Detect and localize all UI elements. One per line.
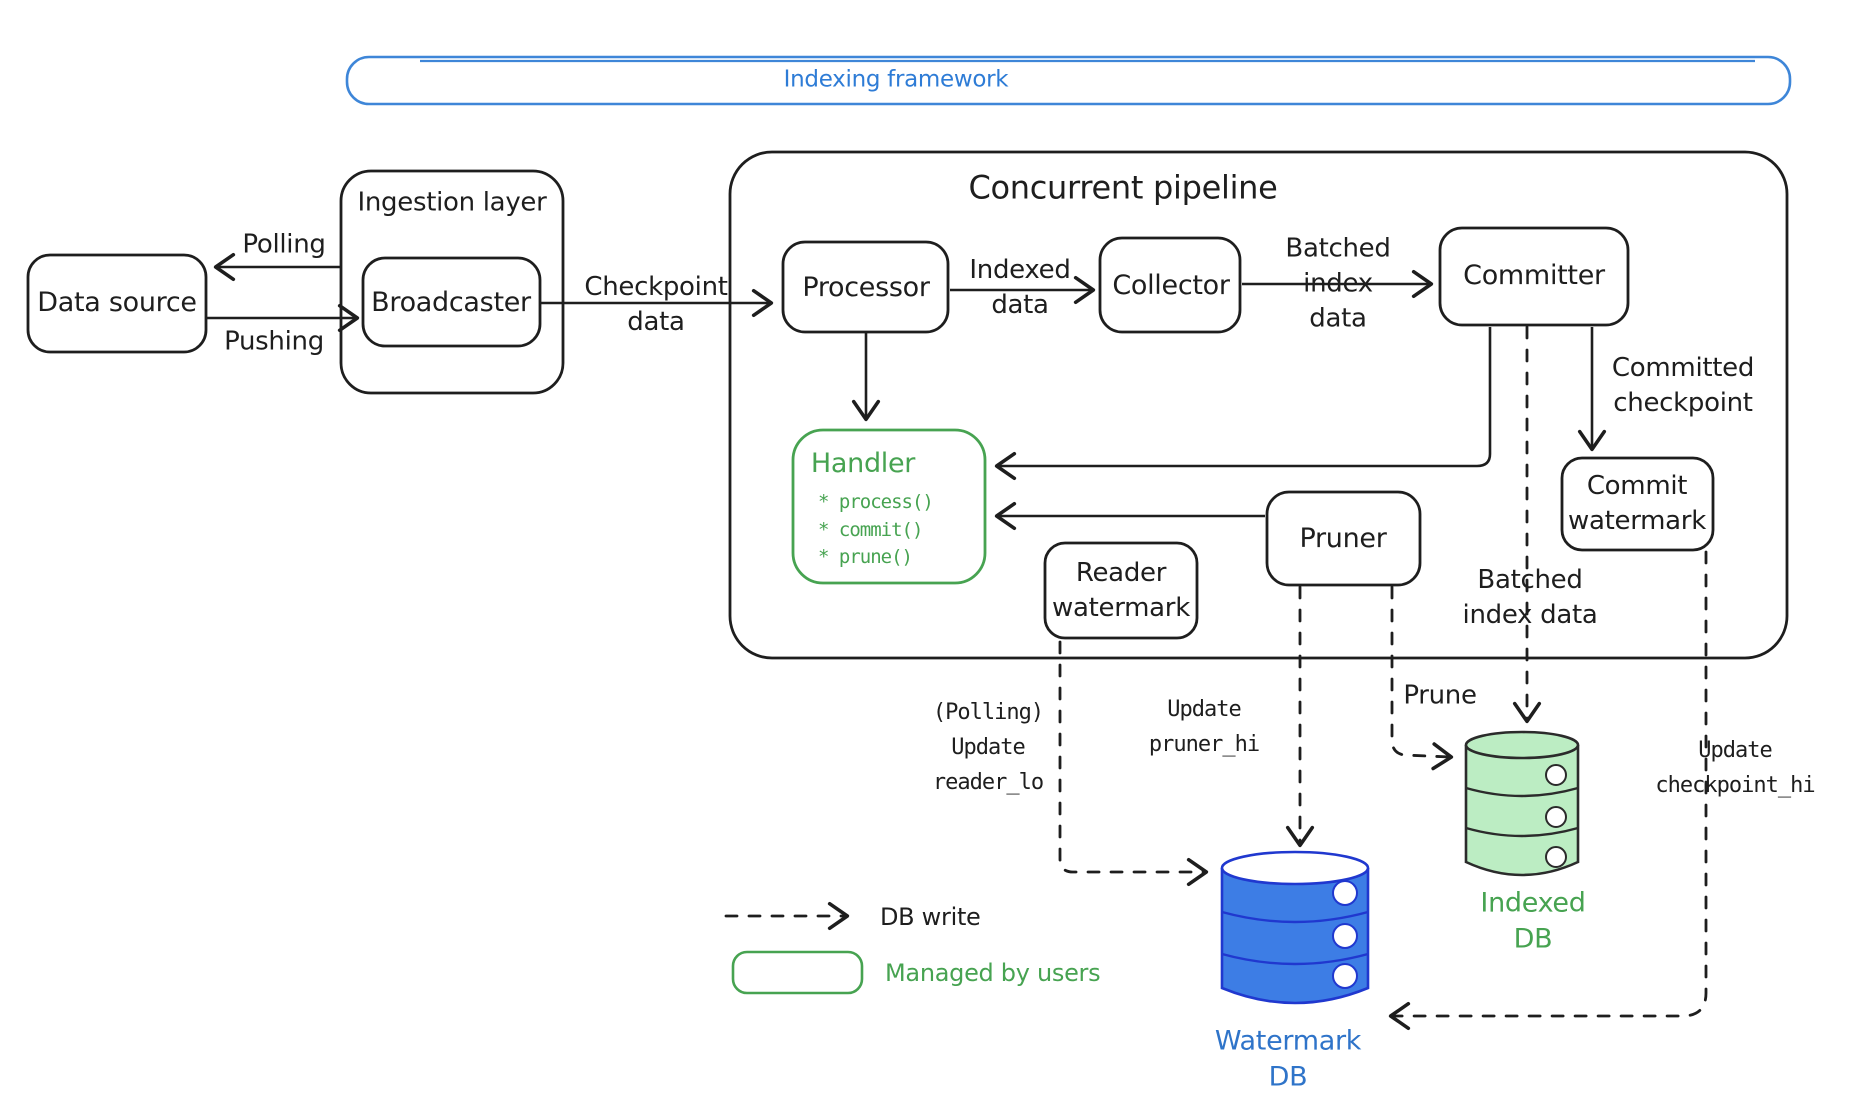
pushing-label: Pushing: [224, 326, 324, 357]
handler-method-prune: * prune(): [818, 545, 913, 568]
batched-index-data-bottom-label: Batched index data: [1462, 564, 1598, 630]
indexed-db-band-2: [1465, 826, 1579, 838]
collector-label: Collector: [1112, 269, 1230, 301]
watermark-db-body: [1220, 868, 1370, 1005]
broadcaster-box: [361, 256, 542, 348]
reader-watermark-label: Reader watermark: [1052, 557, 1190, 623]
indexed-db-top: [1464, 730, 1580, 760]
update-checkpoint-hi-label: Update checkpoint_hi: [1655, 737, 1815, 798]
polling-update-reader-lo-label: (Polling) Update reader_lo: [932, 700, 1044, 796]
watermark-db-band-2: [1221, 952, 1369, 966]
watermark-db-top: [1220, 850, 1370, 886]
banner-title: Indexing framework: [783, 66, 1009, 93]
committer-to-handler-arrow: [994, 327, 1492, 481]
watermark-db-dot-3: [1332, 963, 1358, 989]
prune-dashed-arrow: [1390, 585, 1454, 771]
committed-checkpoint-label: Committed checkpoint: [1611, 352, 1755, 418]
legend-managed-by-users-label: Managed by users: [885, 958, 1101, 987]
committer-box: [1438, 226, 1630, 327]
handler-title: Handler: [810, 447, 916, 479]
indexed-db-dot-1: [1545, 764, 1567, 786]
commit-watermark-box: [1560, 456, 1715, 552]
batched-index-data-top-label: Batched index data: [1285, 233, 1391, 334]
handler-box: [791, 428, 987, 585]
processor-label: Processor: [802, 271, 930, 303]
watermark-db-dot-1: [1332, 880, 1358, 906]
legend-managed-by-users-box: [731, 950, 864, 995]
legend-db-write-label: DB write: [880, 902, 981, 931]
update-pruner-hi-label: Update pruner_hi: [1148, 696, 1260, 757]
broadcaster-label: Broadcaster: [371, 286, 531, 318]
pruner-label: Pruner: [1299, 522, 1387, 554]
update-reader-lo-dashed-arrow: [1058, 640, 1209, 887]
watermark-db-label: Watermark DB: [1214, 1025, 1362, 1093]
data-source-box: [26, 253, 208, 354]
commit-watermark-label: Commit watermark: [1568, 470, 1706, 536]
polling-label: Polling: [242, 229, 326, 260]
indexed-db-dot-2: [1545, 806, 1567, 828]
indexed-db-cylinder: [1464, 730, 1580, 877]
watermark-db-band-1: [1221, 910, 1369, 924]
reader-watermark-box: [1043, 541, 1199, 640]
ingestion-layer-box: [339, 169, 565, 395]
handler-method-commit: * commit(): [818, 518, 923, 541]
indexing-framework-banner-box: [345, 55, 1792, 106]
indexed-db-band-1: [1465, 786, 1579, 798]
indexed-db-label: Indexed DB: [1480, 887, 1586, 955]
ingestion-layer-label: Ingestion layer: [357, 187, 547, 218]
committer-label: Committer: [1463, 259, 1605, 291]
prune-label: Prune: [1403, 680, 1477, 711]
pruner-box: [1265, 490, 1422, 587]
checkpoint-data-label: Checkpoint data: [584, 271, 728, 337]
processor-box: [781, 240, 950, 334]
indexed-db-dot-3: [1545, 846, 1567, 868]
data-source-label: Data source: [37, 286, 197, 318]
collector-box: [1098, 236, 1242, 334]
pipeline-title: Concurrent pipeline: [968, 168, 1278, 207]
watermark-db-cylinder: [1220, 850, 1370, 1005]
update-checkpoint-hi-dashed-arrow: [1388, 550, 1708, 1031]
handler-method-process: * process(): [818, 490, 934, 513]
watermark-db-dot-2: [1332, 923, 1358, 949]
indexed-data-label: Indexed data: [969, 254, 1071, 320]
concurrent-pipeline-box: [728, 150, 1789, 660]
